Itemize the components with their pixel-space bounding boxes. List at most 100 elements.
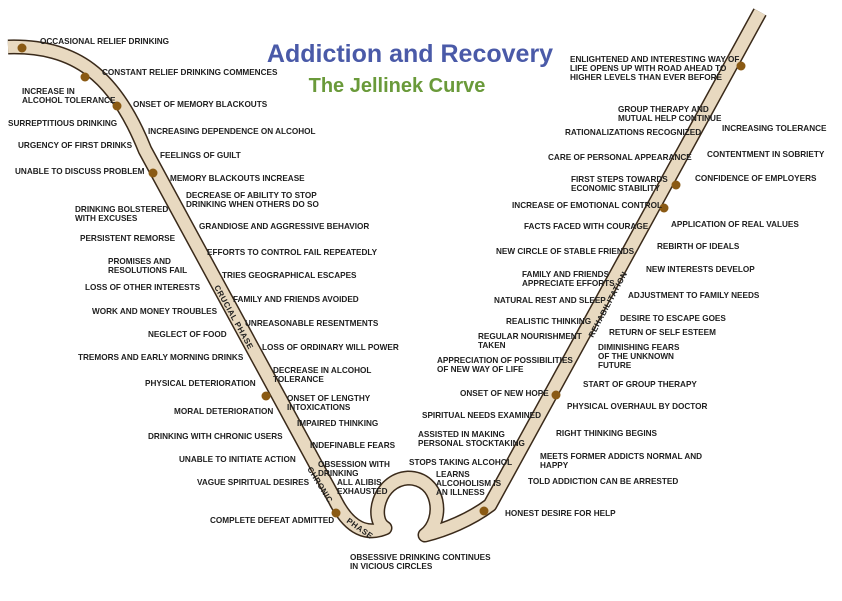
recovery-label-line: REALISTIC THINKING: [506, 317, 591, 326]
recovery-label-line: FUTURE: [598, 361, 632, 370]
decline-label: MEMORY BLACKOUTS INCREASE: [170, 174, 305, 183]
decline-label-line: FAMILY AND FRIENDS AVOIDED: [233, 295, 359, 304]
recovery-label-line: CONTENTMENT IN SOBRIETY: [707, 150, 825, 159]
curve-dot: [112, 101, 122, 111]
recovery-label-line: ECONOMIC STABILITY: [571, 184, 661, 193]
decline-label-line: LOSS OF OTHER INTERESTS: [85, 283, 201, 292]
decline-label-line: TRIES GEOGRAPHICAL ESCAPES: [222, 271, 357, 280]
curve-dot: [736, 61, 746, 71]
curve-dot: [671, 180, 681, 190]
curve-band: [7, 9, 766, 541]
recovery-label-line: LEARNS: [436, 470, 470, 479]
phase-label-crucial: CRUCIAL PHASE: [212, 284, 255, 352]
recovery-label-line: PERSONAL STOCKTAKING: [418, 439, 525, 448]
recovery-label-line: NATURAL REST AND SLEEP: [494, 296, 606, 305]
curve-dot: [479, 506, 489, 516]
decline-label-line: ALCOHOL TOLERANCE: [22, 96, 116, 105]
decline-label: MORAL DETERIORATION: [174, 407, 273, 416]
recovery-label-line: DESIRE TO ESCAPE GOES: [620, 314, 726, 323]
decline-label: TRIES GEOGRAPHICAL ESCAPES: [222, 271, 357, 280]
decline-label-line: OCCASIONAL RELIEF DRINKING: [40, 37, 169, 46]
decline-label-line: CONSTANT RELIEF DRINKING COMMENCES: [102, 68, 278, 77]
recovery-label-line: TAKEN: [478, 341, 506, 350]
decline-label-line: MORAL DETERIORATION: [174, 407, 273, 416]
decline-label: OCCASIONAL RELIEF DRINKING: [40, 37, 169, 46]
recovery-label: STOPS TAKING ALCOHOL: [409, 458, 512, 467]
recovery-label-line: FACTS FACED WITH COURAGE: [524, 222, 649, 231]
decline-label: IMPAIRED THINKING: [297, 419, 378, 428]
recovery-label-line: RATIONALIZATIONS RECOGNIZED: [565, 128, 701, 137]
recovery-label-line: NEW CIRCLE OF STABLE FRIENDS: [496, 247, 635, 256]
decline-label-line: UNABLE TO INITIATE ACTION: [179, 455, 296, 464]
decline-label: PERSISTENT REMORSE: [80, 234, 176, 243]
diagram-subtitle: The Jellinek Curve: [309, 75, 486, 97]
decline-label: LOSS OF OTHER INTERESTS: [85, 283, 201, 292]
decline-label-line: PHYSICAL DETERIORATION: [145, 379, 256, 388]
decline-label-line: PROMISES AND: [108, 257, 171, 266]
recovery-label: REALISTIC THINKING: [506, 317, 591, 326]
recovery-label-line: RETURN OF SELF ESTEEM: [609, 328, 716, 337]
decline-label: CONSTANT RELIEF DRINKING COMMENCES: [102, 68, 278, 77]
decline-label-line: INCREASING DEPENDENCE ON ALCOHOL: [148, 127, 316, 136]
recovery-label: START OF GROUP THERAPY: [583, 380, 697, 389]
recovery-label: FACTS FACED WITH COURAGE: [524, 222, 649, 231]
recovery-label: ADJUSTMENT TO FAMILY NEEDS: [628, 291, 760, 300]
recovery-label-line: HONEST DESIRE FOR HELP: [505, 509, 616, 518]
recovery-label: RETURN OF SELF ESTEEM: [609, 328, 716, 337]
recovery-label: CONFIDENCE OF EMPLOYERS: [695, 174, 817, 183]
decline-label-line: TREMORS AND EARLY MORNING DRINKS: [78, 353, 244, 362]
recovery-label-line: GROUP THERAPY AND: [618, 105, 709, 114]
decline-label-line: EXHAUSTED: [337, 487, 388, 496]
recovery-label-line: RIGHT THINKING BEGINS: [556, 429, 658, 438]
decline-label: WORK AND MONEY TROUBLES: [92, 307, 218, 316]
decline-label-line: OBSESSIVE DRINKING CONTINUES: [350, 553, 491, 562]
decline-label-line: MEMORY BLACKOUTS INCREASE: [170, 174, 305, 183]
decline-label: TREMORS AND EARLY MORNING DRINKS: [78, 353, 244, 362]
recovery-label-line: LIFE OPENS UP WITH ROAD AHEAD TO: [570, 64, 727, 73]
decline-labels: OCCASIONAL RELIEF DRINKING CONSTANT RELIE…: [8, 37, 491, 571]
decline-label-line: IN VICIOUS CIRCLES: [350, 562, 433, 571]
recovery-label: ONSET OF NEW HOPE: [460, 389, 549, 398]
decline-label: INCREASING DEPENDENCE ON ALCOHOL: [148, 127, 316, 136]
decline-label: LOSS OF ORDINARY WILL POWER: [262, 343, 399, 352]
recovery-label-line: APPRECIATION OF POSSIBILITIES: [437, 356, 573, 365]
decline-label-line: DRINKING: [318, 469, 358, 478]
decline-label: FEELINGS OF GUILT: [160, 151, 241, 160]
decline-label-line: ONSET OF MEMORY BLACKOUTS: [133, 100, 268, 109]
decline-label-line: DECREASE OF ABILITY TO STOP: [186, 191, 317, 200]
recovery-label-line: SPIRITUAL NEEDS EXAMINED: [422, 411, 541, 420]
decline-label-line: URGENCY OF FIRST DRINKS: [18, 141, 133, 150]
recovery-label-line: PHYSICAL OVERHAUL BY DOCTOR: [567, 402, 708, 411]
decline-label-line: DRINKING BOLSTERED: [75, 205, 168, 214]
decline-label-line: TOLERANCE: [273, 375, 324, 384]
recovery-label-line: FAMILY AND FRIENDS: [522, 270, 610, 279]
decline-label: ONSET OF MEMORY BLACKOUTS: [133, 100, 268, 109]
recovery-label-line: ONSET OF NEW HOPE: [460, 389, 549, 398]
recovery-label: RATIONALIZATIONS RECOGNIZED: [565, 128, 701, 137]
recovery-label: APPLICATION OF REAL VALUES: [671, 220, 799, 229]
recovery-label-line: TOLD ADDICTION CAN BE ARRESTED: [528, 477, 678, 486]
recovery-label-line: REGULAR NOURISHMENT: [478, 332, 582, 341]
curve-dot: [261, 391, 271, 401]
decline-label-line: WORK AND MONEY TROUBLES: [92, 307, 218, 316]
decline-label: PHYSICAL DETERIORATION: [145, 379, 256, 388]
curve-dot: [551, 390, 561, 400]
decline-label-line: OBSESSION WITH: [318, 460, 390, 469]
decline-label: SURREPTITIOUS DRINKING: [8, 119, 117, 128]
decline-label: INDEFINABLE FEARS: [310, 441, 396, 450]
recovery-label-line: HAPPY: [540, 461, 569, 470]
decline-label: COMPLETE DEFEAT ADMITTED: [210, 516, 334, 525]
recovery-label-line: APPLICATION OF REAL VALUES: [671, 220, 799, 229]
decline-label-line: INTOXICATIONS: [287, 403, 351, 412]
decline-label-line: FEELINGS OF GUILT: [160, 151, 241, 160]
recovery-label-line: DIMINISHING FEARS: [598, 343, 680, 352]
